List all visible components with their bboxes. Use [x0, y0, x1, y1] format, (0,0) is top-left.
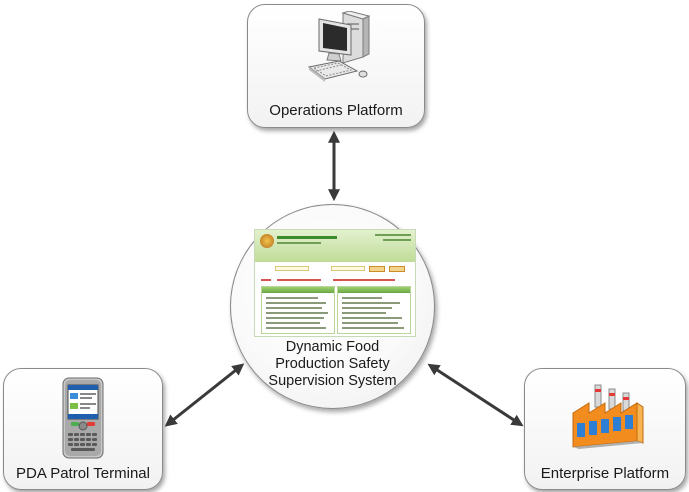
desktop-computer-icon — [307, 11, 371, 82]
hub-label-line-2: Production Safety — [275, 356, 390, 372]
thumbnail-search-row — [263, 266, 409, 272]
operations-platform-label: Operations Platform — [269, 102, 403, 119]
thumbnail-list-right — [337, 286, 411, 334]
system-website-screenshot — [254, 229, 416, 337]
hub-label-line-1: Dynamic Food — [285, 339, 380, 355]
arrow-hub-enterprise — [427, 363, 524, 427]
enterprise-platform-node: Enterprise Platform — [524, 368, 686, 490]
factory-icon — [572, 384, 644, 449]
operations-platform-node: Operations Platform — [247, 4, 425, 128]
hub-label: Dynamic Food Production Safety Supervisi… — [231, 339, 434, 390]
pda-patrol-terminal-label: PDA Patrol Terminal — [16, 465, 150, 482]
emblem-icon — [260, 234, 274, 248]
arrow-hub-pda — [164, 363, 245, 427]
thumbnail-list-left — [261, 286, 335, 334]
pda-device-icon — [62, 377, 104, 459]
enterprise-platform-label: Enterprise Platform — [540, 465, 670, 482]
thumbnail-banner — [255, 230, 415, 262]
hub-node: Dynamic Food Production Safety Supervisi… — [230, 204, 435, 409]
hub-label-line-3: Supervision System — [268, 373, 397, 389]
pda-patrol-terminal-node: PDA Patrol Terminal — [3, 368, 163, 490]
